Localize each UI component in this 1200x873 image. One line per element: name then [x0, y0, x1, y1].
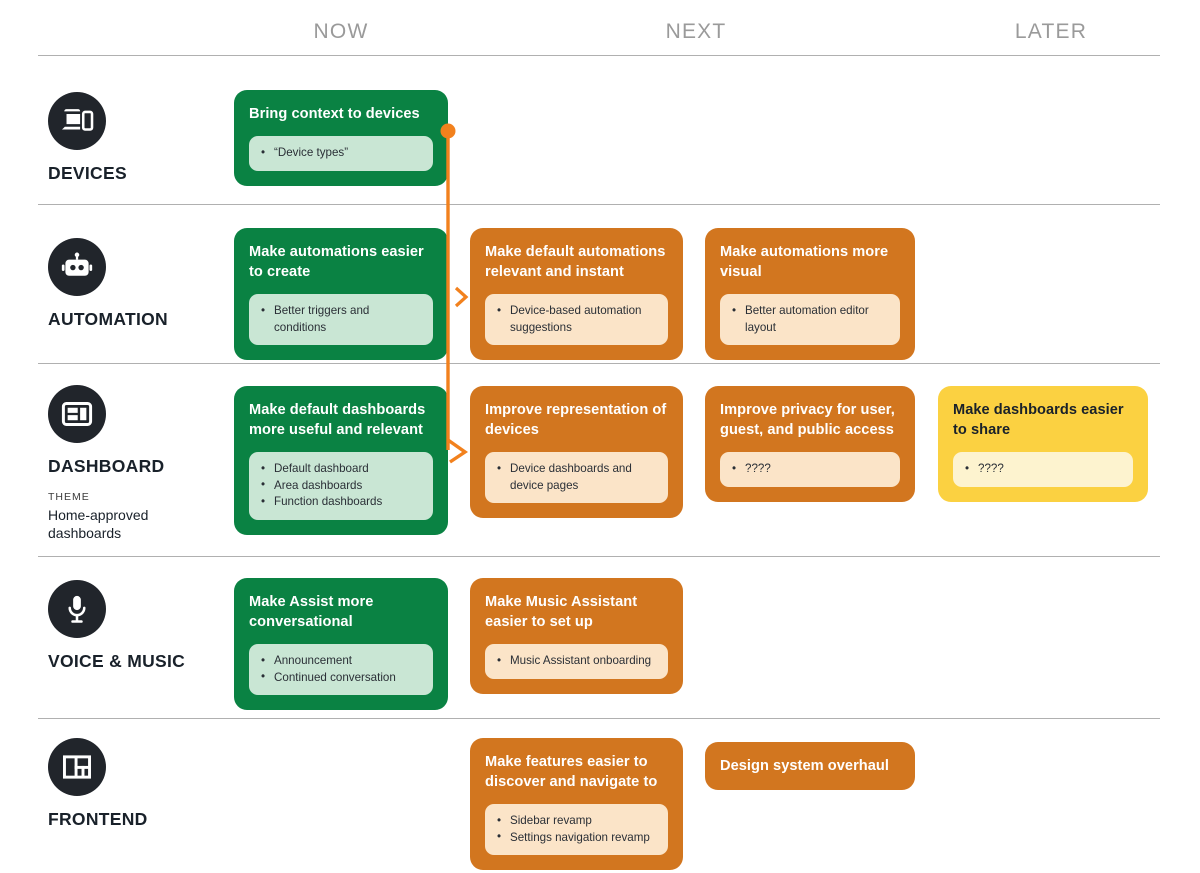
- row-label-devices: DEVICES: [48, 92, 223, 184]
- divider-dashboard: [38, 556, 1160, 557]
- card-title: Make automations more visual: [720, 244, 889, 281]
- list-item: ????: [965, 461, 1121, 478]
- list-item: Function dashboards: [261, 494, 421, 511]
- list-item: Announcement: [261, 653, 421, 670]
- dashboard-layout-icon: [48, 385, 106, 443]
- column-header-row: NOW NEXT LATER: [0, 0, 1200, 52]
- column-header-later: LATER: [1014, 20, 1088, 43]
- microphone-icon: [48, 580, 106, 638]
- row-title-dashboard: DASHBOARD: [48, 456, 165, 476]
- card-improve-representation-of-devices[interactable]: Improve representation of devices Device…: [470, 386, 683, 519]
- card-item-list: Better automation editor layout: [720, 294, 900, 346]
- connector-arrowhead-automation: [454, 286, 469, 308]
- card-title: Make Assist more conversational: [249, 594, 374, 631]
- connector-arrowhead-dashboard: [447, 438, 469, 464]
- card-make-music-assistant-easier-to-set-up[interactable]: Make Music Assistant easier to set up Mu…: [470, 578, 683, 694]
- card-title: Make dashboards easier to share: [953, 402, 1124, 439]
- row-title-voice-music: VOICE & MUSIC: [48, 651, 186, 671]
- list-item: Area dashboards: [261, 477, 421, 494]
- list-item: Better automation editor layout: [732, 303, 888, 336]
- card-title: Bring context to devices: [249, 106, 420, 122]
- card-title: Design system overhaul: [720, 758, 889, 774]
- card-make-default-dashboards-more-useful[interactable]: Make default dashboards more useful and …: [234, 386, 448, 535]
- row-label-voice-music: VOICE & MUSIC: [48, 580, 223, 672]
- row-label-automation: AUTOMATION: [48, 238, 223, 330]
- card-item-list: Device-based automation suggestions: [485, 294, 668, 346]
- divider-devices: [38, 204, 1160, 205]
- card-title: Make default automations relevant and in…: [485, 244, 666, 281]
- card-make-features-easier-to-discover[interactable]: Make features easier to discover and nav…: [470, 738, 683, 871]
- row-title-devices: DEVICES: [48, 163, 127, 183]
- card-title: Make features easier to discover and nav…: [485, 754, 658, 791]
- column-header-next: NEXT: [665, 20, 727, 43]
- list-item: Default dashboard: [261, 461, 421, 478]
- card-item-list: Better triggers and conditions: [249, 294, 433, 346]
- list-item: Settings navigation revamp: [497, 829, 656, 846]
- divider-header: [38, 55, 1160, 56]
- card-make-automations-easier-to-create[interactable]: Make automations easier to create Better…: [234, 228, 448, 361]
- card-make-dashboards-easier-to-share[interactable]: Make dashboards easier to share ????: [938, 386, 1148, 502]
- list-item: ????: [732, 461, 888, 478]
- robot-icon: [48, 238, 106, 296]
- divider-voice-music: [38, 718, 1160, 719]
- card-item-list: ????: [953, 452, 1133, 487]
- card-bring-context-to-devices[interactable]: Bring context to devices “Device types”: [234, 90, 448, 186]
- row-title-frontend: FRONTEND: [48, 809, 148, 829]
- card-item-list: Announcement Continued conversation: [249, 644, 433, 696]
- card-title: Make automations easier to create: [249, 244, 424, 281]
- divider-automation: [38, 363, 1160, 364]
- list-item: Device dashboards and device pages: [497, 461, 656, 494]
- laptop-phone-icon: [48, 92, 106, 150]
- card-title: Improve representation of devices: [485, 402, 667, 439]
- card-design-system-overhaul[interactable]: Design system overhaul: [705, 742, 915, 791]
- card-make-automations-more-visual[interactable]: Make automations more visual Better auto…: [705, 228, 915, 361]
- list-item: Sidebar revamp: [497, 813, 656, 830]
- card-item-list: Sidebar revamp Settings navigation revam…: [485, 804, 668, 856]
- row-title-automation: AUTOMATION: [48, 309, 168, 329]
- column-header-now: NOW: [313, 20, 369, 43]
- list-item: “Device types”: [261, 145, 421, 162]
- grid-layout-icon: [48, 738, 106, 796]
- card-item-list: Device dashboards and device pages: [485, 452, 668, 504]
- card-title: Make Music Assistant easier to set up: [485, 594, 638, 631]
- card-item-list: “Device types”: [249, 136, 433, 171]
- row-label-frontend: FRONTEND: [48, 738, 223, 830]
- card-item-list: Music Assistant onboarding: [485, 644, 668, 679]
- list-item: Device-based automation suggestions: [497, 303, 656, 336]
- theme-kicker: THEME: [48, 491, 90, 503]
- card-make-assist-more-conversational[interactable]: Make Assist more conversational Announce…: [234, 578, 448, 711]
- card-title: Make default dashboards more useful and …: [249, 402, 426, 439]
- theme-text: Home-approved dashboards: [48, 507, 149, 542]
- list-item: Continued conversation: [261, 669, 421, 686]
- card-item-list: ????: [720, 452, 900, 487]
- card-title: Improve privacy for user, guest, and pub…: [720, 402, 895, 439]
- row-label-dashboard: DASHBOARD THEME Home-approved dashboards: [48, 385, 223, 543]
- card-item-list: Default dashboard Area dashboards Functi…: [249, 452, 433, 520]
- list-item: Better triggers and conditions: [261, 303, 421, 336]
- card-make-default-automations-relevant-and-instant[interactable]: Make default automations relevant and in…: [470, 228, 683, 361]
- list-item: Music Assistant onboarding: [497, 653, 656, 670]
- card-improve-privacy-for-user-guest-public-access[interactable]: Improve privacy for user, guest, and pub…: [705, 386, 915, 502]
